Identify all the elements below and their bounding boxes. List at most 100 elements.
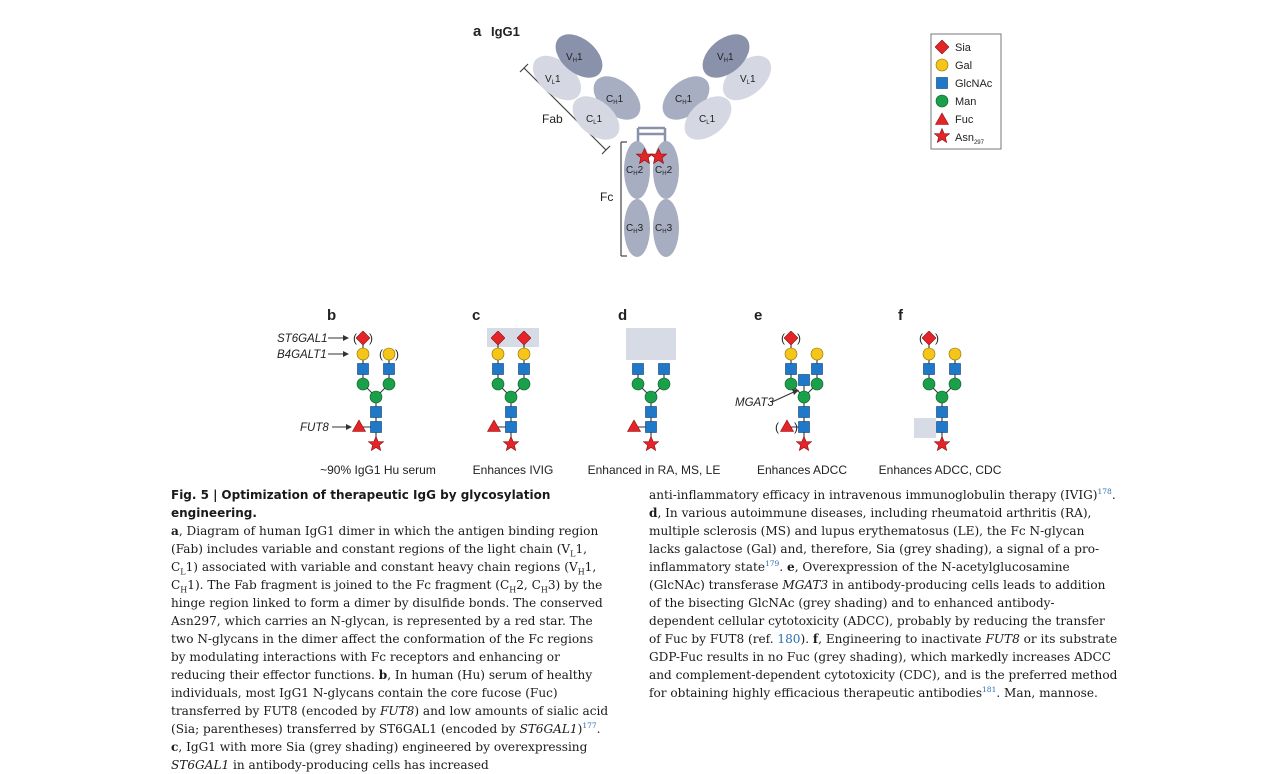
sia-left xyxy=(922,331,936,345)
fuc-core xyxy=(780,419,794,432)
gene-b4galt1: B4GALT1 xyxy=(277,349,327,361)
legend-gal: Gal xyxy=(955,60,972,72)
legend-asn: Asn297 xyxy=(955,132,985,146)
fuc-core xyxy=(352,419,366,432)
panel-b-letter: b xyxy=(327,307,336,324)
caption-e: Enhances ADCC xyxy=(757,463,847,477)
man-left xyxy=(784,377,798,391)
asn297-star xyxy=(796,436,812,451)
asn297-star xyxy=(503,436,519,451)
svg-text:CH3: CH3 xyxy=(626,223,644,235)
svg-text:CH1: CH1 xyxy=(606,94,624,106)
svg-text:CL1: CL1 xyxy=(586,114,603,126)
man-core xyxy=(935,390,949,404)
fig-label: Fig. 5 | xyxy=(171,488,218,502)
gal-right xyxy=(382,347,396,361)
panel-c-letter: c xyxy=(472,307,480,324)
man-right xyxy=(382,377,396,391)
glycan-structures: ()()()()() xyxy=(352,331,962,451)
glcnac-core-1 xyxy=(798,421,810,433)
glcnac-right xyxy=(658,363,670,375)
glcnac-core-1 xyxy=(370,421,382,433)
fig-title: Optimization of therapeutic IgG by glyco… xyxy=(171,488,551,520)
glcnac-core-1 xyxy=(505,421,517,433)
svg-text:): ) xyxy=(797,331,801,345)
svg-text:): ) xyxy=(935,331,939,345)
caption-d: Enhanced in RA, MS, LE xyxy=(588,463,721,477)
asn297-star xyxy=(934,436,950,451)
glcnac-core-2 xyxy=(798,406,810,418)
panel-a: a IgG1 Fab Fc VH1 VL xyxy=(473,23,772,257)
gene-fut8: FUT8 xyxy=(300,422,329,434)
domain-vh-right xyxy=(702,34,750,78)
gene-st6gal1: ST6GAL1 xyxy=(277,333,328,345)
svg-text:(: ( xyxy=(781,331,785,345)
man-right xyxy=(517,377,531,391)
man-left xyxy=(356,377,370,391)
shading-d-gal-sia xyxy=(626,328,676,360)
legend-man: Man xyxy=(955,96,976,108)
svg-text:CL1: CL1 xyxy=(699,114,716,126)
glcnac-core-2 xyxy=(645,406,657,418)
man-core xyxy=(504,390,518,404)
caption-c: Enhances IVIG xyxy=(473,463,554,477)
glcnac-left xyxy=(492,363,504,375)
gal-left xyxy=(491,347,505,361)
gal-left xyxy=(356,347,370,361)
man-right xyxy=(948,377,962,391)
svg-text:(: ( xyxy=(919,331,923,345)
glcnac-left xyxy=(785,363,797,375)
legend-sia: Sia xyxy=(955,42,972,54)
man-core xyxy=(797,390,811,404)
man-left xyxy=(631,377,645,391)
man-right xyxy=(657,377,671,391)
gal-left xyxy=(784,347,798,361)
gal-right xyxy=(517,347,531,361)
glcnac-core-2 xyxy=(936,406,948,418)
svg-text:CH3: CH3 xyxy=(655,223,673,235)
domain-ch3-right xyxy=(653,199,679,257)
glcnac-right xyxy=(949,363,961,375)
glcnac-left xyxy=(632,363,644,375)
gal-right xyxy=(948,347,962,361)
shading-f-fuc xyxy=(914,418,936,438)
asn297-star xyxy=(368,436,384,451)
sia-left xyxy=(356,331,370,345)
gal-left xyxy=(922,347,936,361)
svg-text:VH1: VH1 xyxy=(717,52,734,64)
glcnac-right xyxy=(383,363,395,375)
man-core xyxy=(369,390,383,404)
panel-e-letter: e xyxy=(754,307,762,324)
glcnac-right xyxy=(811,363,823,375)
glcnac-left xyxy=(923,363,935,375)
fuc-core xyxy=(487,419,501,432)
legend-fuc: Fuc xyxy=(955,114,974,126)
asn297-star xyxy=(643,436,659,451)
caption-right-column: anti-inflammatory efficacy in intravenou… xyxy=(649,486,1118,700)
glcnac-right xyxy=(518,363,530,375)
svg-text:CH1: CH1 xyxy=(675,94,693,106)
legend-glcnac: GlcNAc xyxy=(955,78,993,90)
legend: Sia Gal GlcNAc Man Fuc Asn297 xyxy=(930,33,1002,150)
panel-d-letter: d xyxy=(618,307,627,324)
domain-cl-right xyxy=(684,96,732,140)
svg-text:VH1: VH1 xyxy=(566,52,583,64)
svg-text:): ) xyxy=(794,420,798,434)
man-left xyxy=(922,377,936,391)
glycosylation-figure: a IgG1 Fab Fc VH1 VL xyxy=(277,23,1002,477)
svg-text:(: ( xyxy=(775,420,779,434)
svg-text:VL1: VL1 xyxy=(545,74,561,86)
panel-a-title: IgG1 xyxy=(491,24,520,39)
glcnac-bisecting xyxy=(798,374,810,386)
domain-ch3-left xyxy=(624,199,650,257)
glcnac-core-2 xyxy=(370,406,382,418)
svg-text:VL1: VL1 xyxy=(740,74,756,86)
svg-text:): ) xyxy=(395,347,399,361)
glcnac-core-1 xyxy=(936,421,948,433)
svg-text:CH2: CH2 xyxy=(626,165,644,177)
panel-f-letter: f xyxy=(898,307,904,324)
domain-vh-left xyxy=(555,34,603,78)
caption-left-column: Fig. 5 | Optimization of therapeutic IgG… xyxy=(171,488,609,772)
caption-f: Enhances ADCC, CDC xyxy=(879,463,1002,477)
svg-text:CH2: CH2 xyxy=(655,165,673,177)
